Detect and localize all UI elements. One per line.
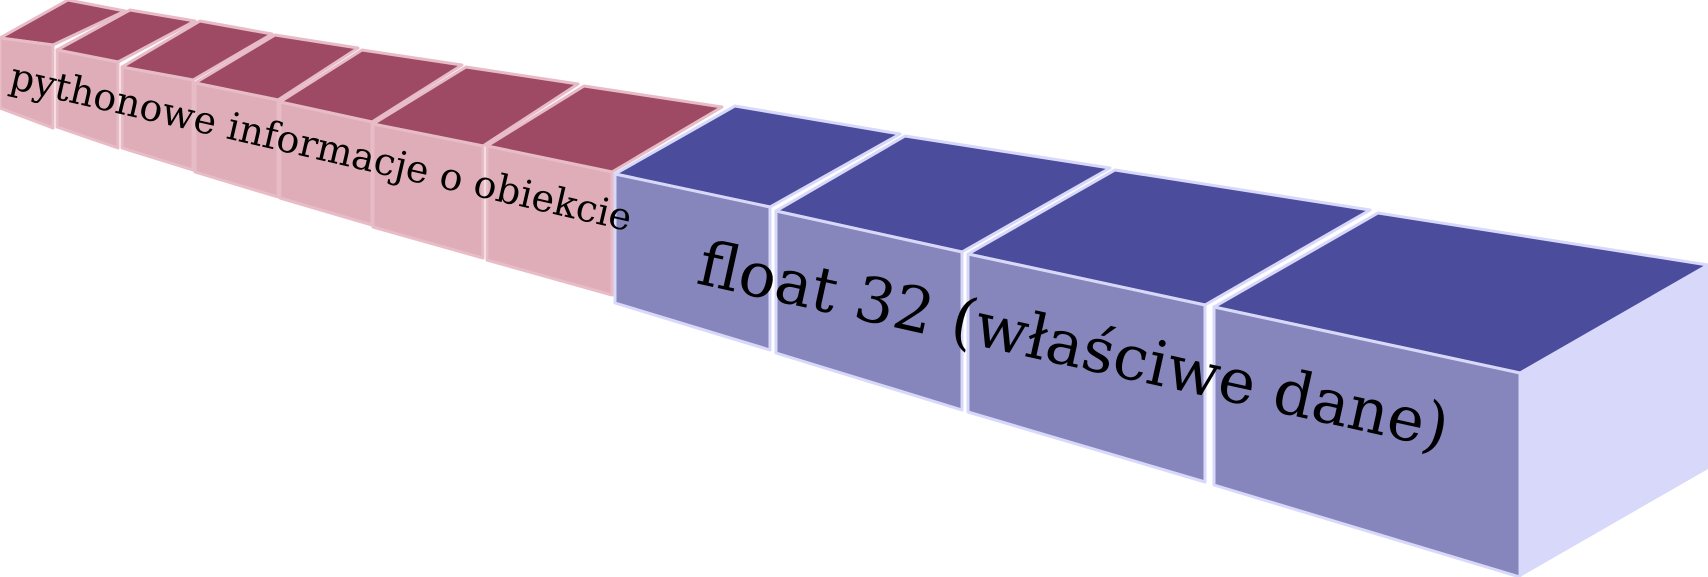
header-block-front-face [55, 48, 120, 150]
header-block [278, 48, 464, 227]
header-block-front-face [0, 36, 55, 130]
payload-block [613, 104, 902, 352]
header-block [485, 84, 724, 297]
header-block [55, 8, 197, 150]
payload-block [1212, 211, 1708, 577]
header-block-front-face [485, 144, 614, 297]
payload-block-front-face [774, 209, 964, 412]
payload-block [774, 134, 1112, 412]
header-block-front-face [193, 81, 280, 199]
header-block [193, 33, 360, 199]
payload-block-front-face [1212, 305, 1522, 577]
header-block-front-face [120, 65, 195, 172]
header-block [0, 0, 127, 130]
payload-block [966, 168, 1372, 484]
header-block-front-face [371, 122, 485, 260]
payload-block-front-face [613, 172, 772, 352]
header-block [371, 65, 580, 260]
header-block [120, 19, 274, 172]
payload-block-side-face [1520, 265, 1708, 577]
payload-block-front-face [966, 252, 1207, 484]
